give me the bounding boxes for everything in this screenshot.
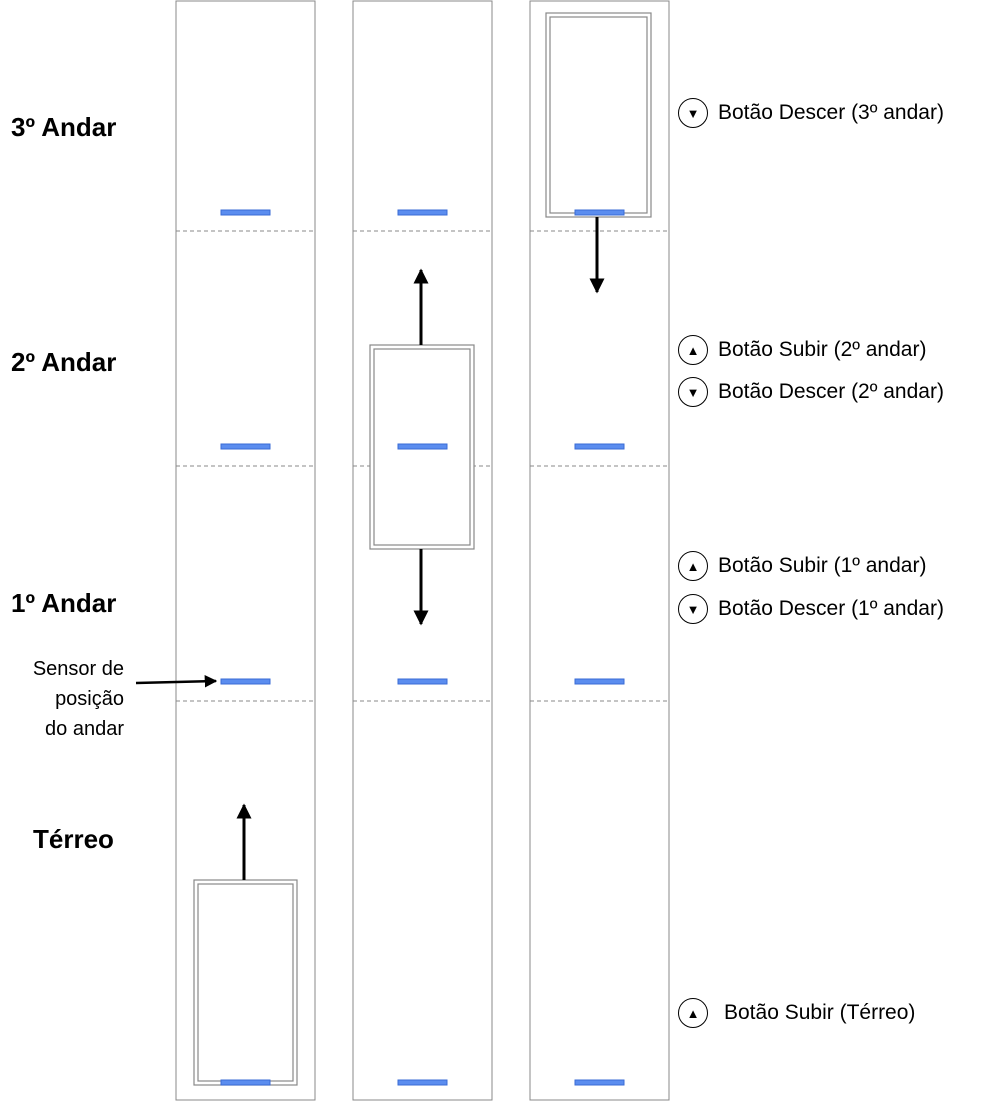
up-triangle-icon[interactable]: ▲ xyxy=(678,998,708,1028)
floor-sensor xyxy=(397,443,448,450)
call-button-label: Botão Descer (2º andar) xyxy=(718,380,944,403)
floor-sensor xyxy=(397,209,448,216)
floor-sensor xyxy=(220,443,271,450)
down-triangle-icon[interactable]: ▼ xyxy=(678,98,708,128)
elevator-car-2 xyxy=(369,344,475,550)
shaft-1 xyxy=(175,0,316,1101)
call-button-label: Botão Subir (Térreo) xyxy=(724,1001,916,1024)
floor-sensor xyxy=(574,678,625,685)
up-triangle-icon[interactable]: ▲ xyxy=(678,551,708,581)
sensor-annotation-line3: do andar xyxy=(45,718,124,740)
up-triangle-icon[interactable]: ▲ xyxy=(678,335,708,365)
floor-label-3: 3º Andar xyxy=(11,112,117,142)
call-button-up-ground[interactable]: ▲ Botão Subir (Térreo) xyxy=(678,996,915,1030)
floor-sensor xyxy=(397,1079,448,1086)
floor-sensor xyxy=(397,678,448,685)
call-button-label: Botão Descer (1º andar) xyxy=(718,597,944,620)
floor-label-2: 2º Andar xyxy=(11,347,117,377)
floor-label-1: 1º Andar xyxy=(11,588,117,618)
call-button-down-1[interactable]: ▼ Botão Descer (1º andar) xyxy=(678,592,944,626)
elevator-car-1 xyxy=(193,879,298,1086)
shaft-3 xyxy=(529,0,670,1101)
sensor-pointer-arrow xyxy=(135,675,218,688)
floor-sensor xyxy=(574,443,625,450)
floor-sensor xyxy=(574,1079,625,1086)
elevator-car-3 xyxy=(545,12,652,218)
call-button-down-3[interactable]: ▼ Botão Descer (3º andar) xyxy=(678,96,944,130)
floor-label-ground: Térreo xyxy=(33,824,114,854)
call-button-label: Botão Subir (1º andar) xyxy=(718,554,927,577)
down-triangle-icon[interactable]: ▼ xyxy=(678,594,708,624)
shaft-2 xyxy=(352,0,493,1101)
floor-sensor xyxy=(220,209,271,216)
call-button-up-2[interactable]: ▲ Botão Subir (2º andar) xyxy=(678,333,926,367)
sensor-annotation: Sensor de posição do andar xyxy=(4,654,124,744)
direction-arrows xyxy=(135,217,605,880)
call-button-label: Botão Subir (2º andar) xyxy=(718,338,927,361)
call-button-label: Botão Descer (3º andar) xyxy=(718,101,944,124)
sensor-annotation-line2: posição xyxy=(55,688,124,710)
down-triangle-icon[interactable]: ▼ xyxy=(678,377,708,407)
floor-sensors xyxy=(220,209,625,1086)
sensor-annotation-line1: Sensor de xyxy=(32,658,124,680)
call-button-down-2[interactable]: ▼ Botão Descer (2º andar) xyxy=(678,375,944,409)
floor-sensor xyxy=(220,678,271,685)
floor-sensor xyxy=(220,1079,271,1086)
floor-sensor xyxy=(574,209,625,216)
call-button-up-1[interactable]: ▲ Botão Subir (1º andar) xyxy=(678,549,926,583)
